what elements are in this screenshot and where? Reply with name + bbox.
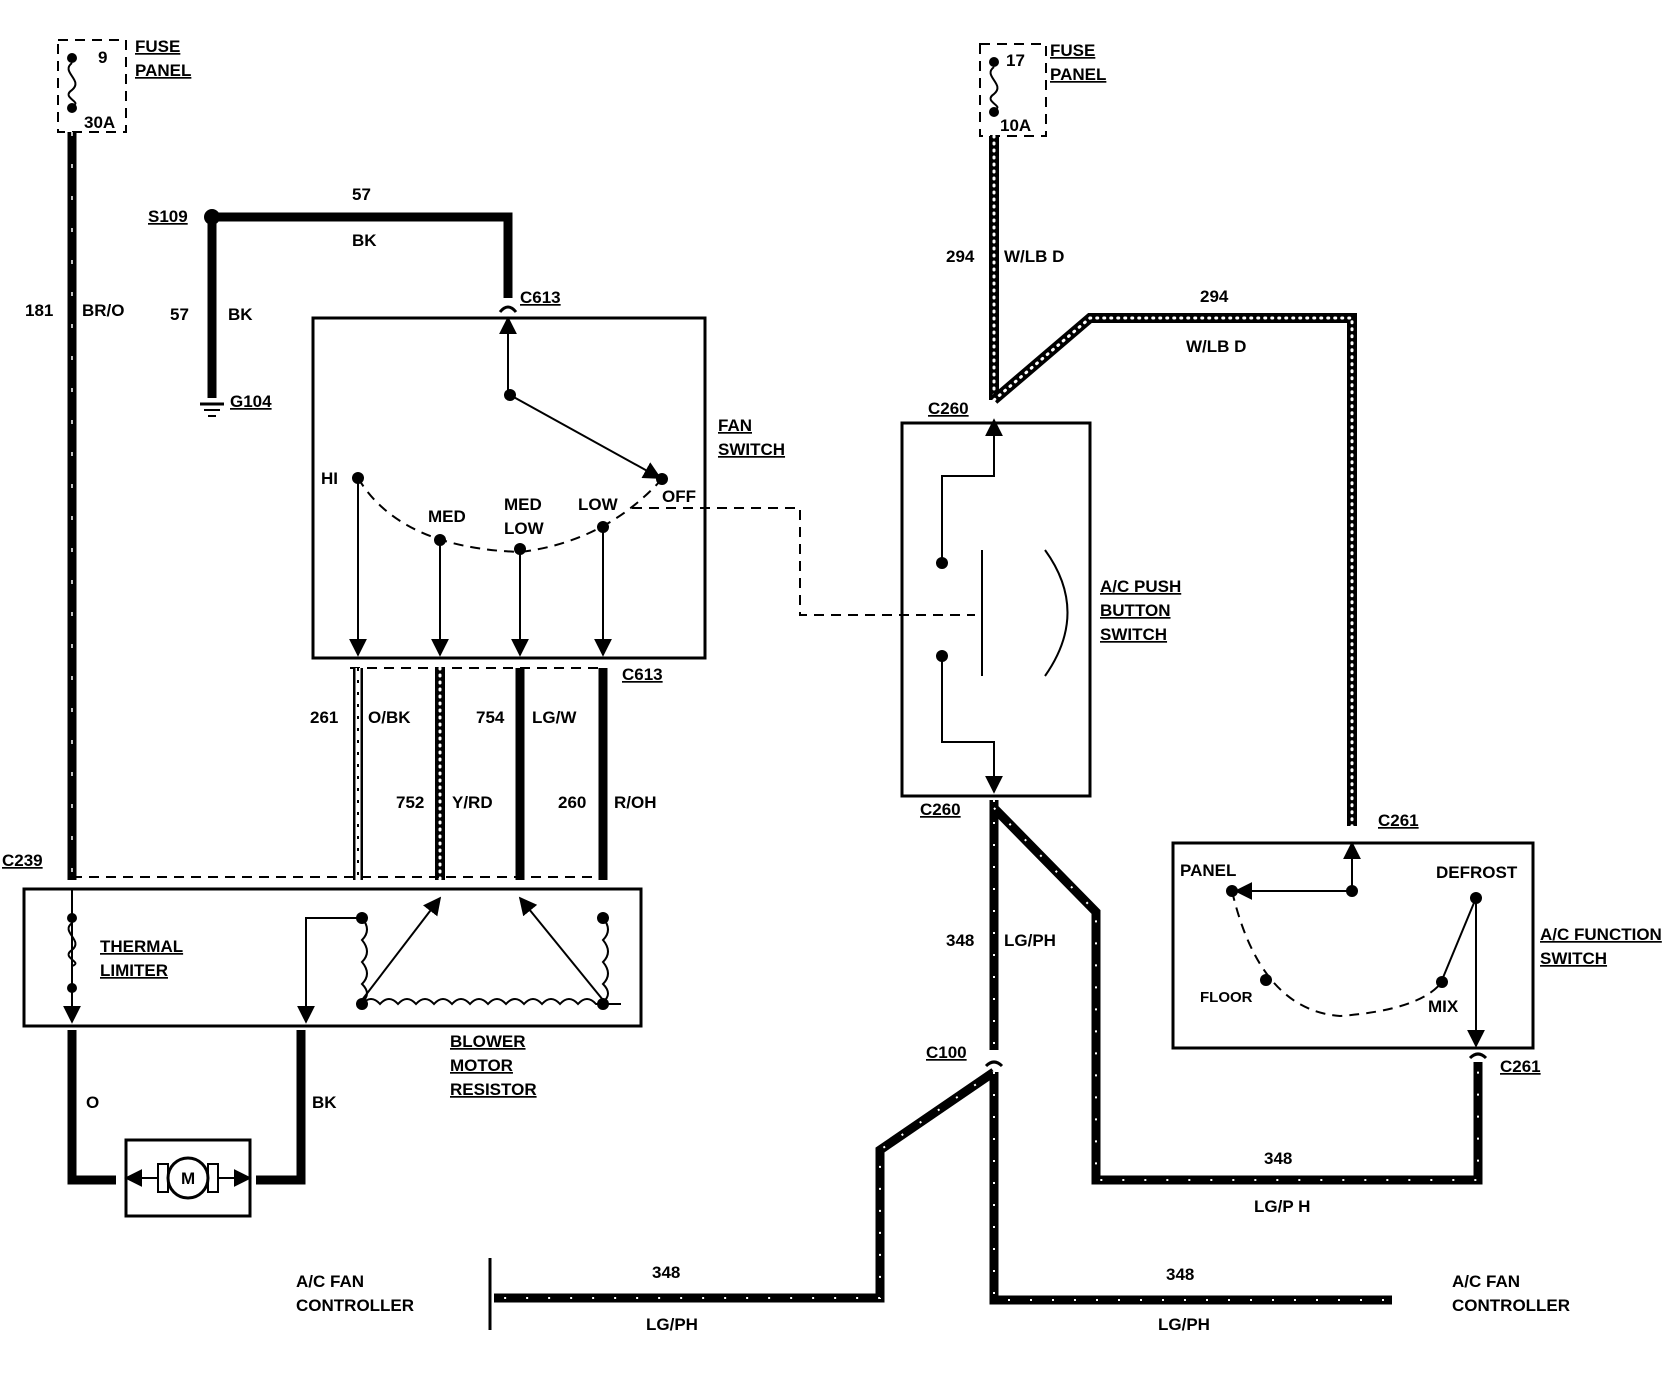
ac-function-defrost: DEFROST	[1436, 863, 1518, 882]
fan-switch: C613 FAN SWITCH HI MED MED LOW LOW OFF C…	[311, 288, 785, 684]
fan-switch-title-2: SWITCH	[718, 440, 785, 459]
wire-348-br-number: 348	[1264, 1149, 1292, 1168]
blower-resistor-2: MOTOR	[450, 1056, 513, 1075]
wire-261-number: 261	[310, 708, 338, 727]
wire-752-color: Y/RD	[452, 793, 493, 812]
wire-754-color: LG/W	[532, 708, 577, 727]
wire-260-number: 260	[558, 793, 586, 812]
connector-c239: C239	[2, 851, 43, 870]
blower-motor: O BK M	[67, 1030, 337, 1218]
connector-c261-bottom: C261	[1500, 1057, 1541, 1076]
motor-icon	[166, 1156, 210, 1200]
fuse-9-rating: 30A	[84, 113, 115, 132]
ground-symbol-icon	[200, 402, 224, 417]
wire-348-left-number: 348	[652, 1263, 680, 1282]
fan-switch-medlow-1: MED	[504, 495, 542, 514]
fuse-9-label-2: PANEL	[135, 61, 191, 80]
wire-754-number: 754	[476, 708, 505, 727]
ac-function-title-1: A/C FUNCTION	[1540, 925, 1662, 944]
wire-752: 752 Y/RD	[396, 666, 493, 882]
blower-resistor-1: BLOWER	[450, 1032, 526, 1051]
fan-controller-right-2: CONTROLLER	[1452, 1296, 1570, 1315]
ac-push-button-switch: C260 A/C PUSH BUTTON SWITCH C260	[900, 399, 1181, 819]
fuse-9-outline	[57, 39, 127, 133]
ac-function-mix: MIX	[1428, 997, 1459, 1016]
ac-function-switch: C261 PANEL DEFROST MIX FLOOR A/C FUNCTIO…	[1171, 811, 1662, 1076]
wire-294-h-number: 294	[1200, 287, 1229, 306]
wire-261: 261 O/BK	[310, 668, 411, 880]
connector-c261-top: C261	[1378, 811, 1419, 830]
wire-57-top-color: BK	[352, 231, 377, 250]
wire-181: 181 BR/O	[25, 132, 125, 880]
wire-294-h-color: W/LB D	[1186, 337, 1246, 356]
ac-function-title-2: SWITCH	[1540, 949, 1607, 968]
fan-controller-left-2: CONTROLLER	[296, 1296, 414, 1315]
wire-348-right-number: 348	[1166, 1265, 1194, 1284]
fan-controller-left-1: A/C FAN	[296, 1272, 364, 1291]
wire-o-label: O	[86, 1093, 99, 1112]
ac-push-button-box	[900, 421, 1092, 798]
ground-circuit-57: S109 57 BK 57 BK G104	[148, 185, 513, 417]
wire-181-color: BR/O	[82, 301, 125, 320]
wire-348: 348 LG/PH 348 LG/P H C100 348 LG/PH 348 …	[488, 800, 1483, 1334]
fan-switch-medlow-2: LOW	[504, 519, 545, 538]
ac-push-button-3: SWITCH	[1100, 625, 1167, 644]
wire-294-v-color: W/LB D	[1004, 247, 1064, 266]
splice-s109-label: S109	[148, 207, 188, 226]
motor-symbol: M	[181, 1169, 195, 1188]
ac-push-button-1: A/C PUSH	[1100, 577, 1181, 596]
wire-57-top-number: 57	[352, 185, 371, 204]
thermal-limiter-1: THERMAL	[100, 937, 183, 956]
fan-switch-title-1: FAN	[718, 416, 752, 435]
wire-348-v-color: LG/PH	[1004, 931, 1056, 950]
connector-c613-bottom: C613	[622, 665, 663, 684]
mechanical-link	[632, 507, 975, 616]
ac-push-button-2: BUTTON	[1100, 601, 1171, 620]
wire-bk-motor-label: BK	[312, 1093, 337, 1112]
wire-181-number: 181	[25, 301, 53, 320]
wire-260-color: R/OH	[614, 793, 657, 812]
blower-resistor-3: RESISTOR	[450, 1080, 537, 1099]
fan-controller-right-1: A/C FAN	[1452, 1272, 1520, 1291]
wire-294-v-number: 294	[946, 247, 975, 266]
fuse-17-rating: 10A	[1000, 116, 1031, 135]
wire-348-left-color: LG/PH	[646, 1315, 698, 1334]
wire-57-to-c613	[212, 212, 513, 298]
wire-294: 294 W/LB D 294 W/LB D	[946, 134, 1357, 828]
blower-resistor-box	[22, 887, 643, 1028]
wire-348-br-color: LG/P H	[1254, 1197, 1310, 1216]
wire-bk-motor	[256, 1030, 306, 1185]
connector-c260-bottom: C260	[920, 800, 961, 819]
fan-switch-med: MED	[428, 507, 466, 526]
wire-348-right-color: LG/PH	[1158, 1315, 1210, 1334]
connector-c613-top: C613	[520, 288, 561, 307]
wire-57-down-number: 57	[170, 305, 189, 324]
wire-260: 260 R/OH	[558, 668, 657, 880]
fuse-9-panel: 9 30A FUSE PANEL	[57, 37, 191, 133]
ground-g104-label: G104	[230, 392, 272, 411]
wire-o	[67, 1030, 116, 1185]
wire-261-color: O/BK	[368, 708, 411, 727]
ac-function-floor: FLOOR	[1200, 989, 1253, 1006]
fuse-17-label-2: PANEL	[1050, 65, 1106, 84]
fuse-9-number: 9	[98, 48, 107, 67]
fuse-17-label-1: FUSE	[1050, 41, 1095, 60]
fuse-17-outline	[979, 43, 1047, 137]
fuse-17-panel: 17 10A FUSE PANEL	[979, 41, 1106, 137]
wire-57-down-color: BK	[228, 305, 253, 324]
connector-c260-top: C260	[928, 399, 969, 418]
fuse-9-label-1: FUSE	[135, 37, 180, 56]
ac-function-panel: PANEL	[1180, 861, 1236, 880]
fan-switch-low: LOW	[578, 495, 619, 514]
fan-switch-off: OFF	[662, 487, 696, 506]
wire-754: 754 LG/W	[476, 668, 577, 880]
fuse-17-number: 17	[1006, 51, 1025, 70]
connector-c100: C100	[926, 1043, 967, 1062]
wire-752-number: 752	[396, 793, 424, 812]
blower-motor-resistor: THERMAL LIMITER BLOWER MOTOR RESISTOR	[22, 887, 643, 1099]
wire-348-v-number: 348	[946, 931, 974, 950]
fan-switch-hi: HI	[321, 469, 338, 488]
thermal-limiter-2: LIMITER	[100, 961, 168, 980]
